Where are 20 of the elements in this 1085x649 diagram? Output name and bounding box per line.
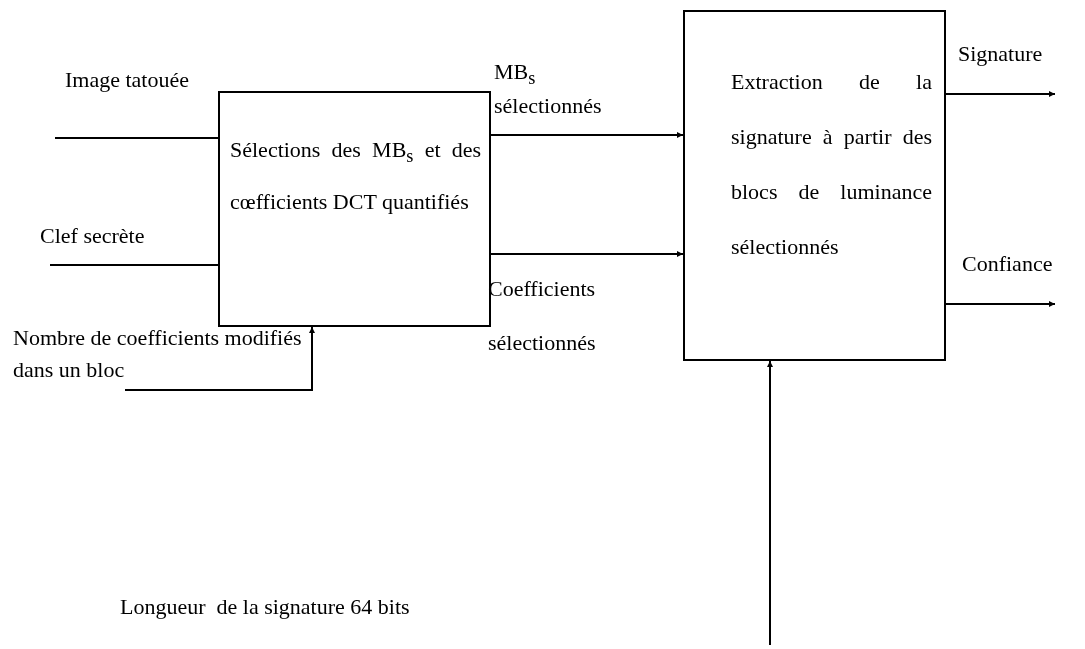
arrow	[490, 251, 684, 257]
edge-label: Image tatouée	[65, 66, 190, 93]
arrow	[945, 301, 1056, 307]
arrow	[124, 326, 315, 391]
note-text: Longueur de la signature 64 bits	[120, 593, 411, 621]
box-text: Sélections des MB$_{s}$ et des cœfficients DCT quantifiés	[230, 136, 481, 217]
edge-label: Confiance	[962, 250, 1054, 277]
edge-label: Clef secrète	[40, 222, 146, 249]
process-box	[218, 91, 491, 327]
input-line	[49, 264, 219, 266]
arrow	[490, 132, 684, 138]
edge-label: Signature	[958, 40, 1044, 67]
process-box	[683, 10, 946, 361]
box-text: Extraction de la signature à partir des blocs de luminance sélectionnés	[731, 68, 932, 261]
edge-label: MB$_{s}$ sélectionnés	[494, 58, 603, 120]
arrow	[767, 360, 773, 646]
arrow	[945, 91, 1056, 97]
edge-label: Nombre de coefficients modifiés dans un bloc	[13, 324, 303, 384]
input-line	[54, 137, 219, 139]
edge-label: Coefficients sélectionnés	[488, 275, 597, 357]
